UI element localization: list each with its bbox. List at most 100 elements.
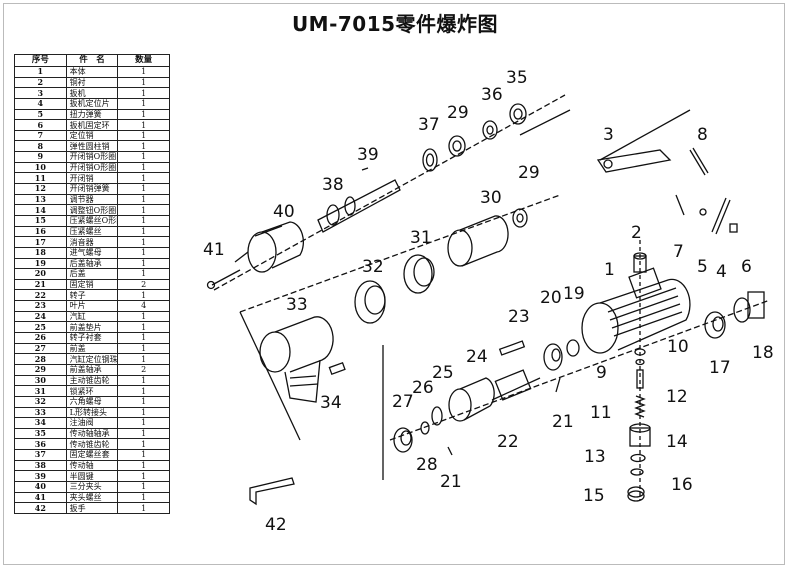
callout-39: 39: [357, 145, 379, 165]
part-38-drive-shaft: [317, 167, 401, 233]
axis-line-upper: [213, 94, 566, 291]
callout-23: 23: [508, 307, 530, 327]
axis-line-lower: [389, 299, 771, 441]
callout-21-upper: 21: [552, 412, 574, 432]
callout-31: 31: [410, 228, 432, 248]
part-37-screw-sleeve: [422, 148, 438, 172]
part-2-copper-bushing: [633, 252, 647, 273]
callout-32: 32: [362, 257, 384, 277]
part-16-screw: [627, 486, 645, 502]
part-18-inlet-nut: [733, 291, 765, 323]
callout-15: 15: [583, 486, 605, 506]
callout-1: 1: [604, 260, 615, 280]
callout-21-lower: 21: [440, 472, 462, 492]
page-title: UM-7015零件爆炸图: [291, 12, 499, 36]
callout-19: 19: [563, 284, 585, 304]
part-36-bevel-gear: [482, 120, 498, 140]
callout-3: 3: [603, 125, 614, 145]
callout-4: 4: [716, 262, 727, 282]
cell-qty: 1: [117, 502, 170, 514]
part-28-steel-ball: [447, 446, 453, 456]
part-17-muffler: [704, 311, 726, 339]
part-6-trigger-ring: [729, 223, 738, 233]
part-13-regulator: [629, 423, 651, 447]
cell-qty: 1: [117, 76, 170, 89]
part-33-l-adapter: [259, 316, 334, 403]
part-12-spring: [634, 395, 646, 418]
part-42-wrench: [249, 477, 295, 506]
part-24-cylinder: [448, 377, 495, 422]
part-23-blade: [498, 340, 526, 356]
part-21-pin: [555, 377, 561, 393]
part-1-body: [581, 267, 691, 354]
part-22-rotor: [491, 369, 541, 401]
part-19-rear-bearing: [566, 339, 580, 357]
callout-16: 16: [671, 475, 693, 495]
callout-40: 40: [273, 202, 295, 222]
callout-11: 11: [590, 403, 612, 423]
callout-13: 13: [584, 447, 606, 467]
part-10-o-ring: [635, 358, 645, 366]
axis-line-upper-end: [519, 109, 571, 136]
axis-line-middle: [239, 194, 561, 313]
part-5-torsion-spring: [699, 208, 707, 216]
cell-qty: 1: [117, 87, 170, 99]
part-26-bushing: [420, 421, 430, 435]
header-qty: 数量: [117, 54, 170, 67]
callout-2: 2: [631, 223, 642, 243]
cell-qty: 1: [117, 108, 170, 121]
part-30-drive-gear: [447, 215, 509, 267]
callout-30: 30: [480, 188, 502, 208]
callout-26: 26: [412, 378, 434, 398]
part-9-o-ring: [634, 348, 646, 356]
callout-20: 20: [540, 288, 562, 308]
callout-18: 18: [752, 343, 774, 363]
part-20-rear-cover: [543, 343, 563, 371]
callout-29-upper: 29: [447, 103, 469, 123]
part-14-o-ring: [630, 453, 646, 463]
callout-38: 38: [322, 175, 344, 195]
callout-41: 41: [203, 240, 225, 260]
callout-17: 17: [709, 358, 731, 378]
header-name: 件 名: [65, 54, 119, 67]
parts-table-header: 序号 件 名 数量: [14, 54, 170, 67]
bracket-left: [239, 311, 301, 441]
part-34-oil-valve: [328, 361, 346, 375]
callout-12: 12: [666, 387, 688, 407]
part-25-gasket: [431, 406, 443, 426]
part-8-spring-pin: [689, 147, 709, 176]
callout-22: 22: [497, 432, 519, 452]
cell-qty: 1: [117, 97, 170, 110]
part-40-chuck: [234, 221, 305, 273]
callout-27: 27: [392, 392, 414, 412]
axis-line-right: [599, 109, 691, 161]
part-27-front-cover: [393, 427, 413, 453]
part-31-lock-ring: [403, 254, 435, 294]
callout-28: 28: [416, 455, 438, 475]
part-4-trigger-plate: [711, 197, 731, 235]
part-29-upper-bearing: [448, 135, 466, 157]
callout-24: 24: [466, 347, 488, 367]
callout-25: 25: [432, 363, 454, 383]
part-11-pin: [636, 369, 644, 389]
cell-qty: 1: [117, 66, 170, 78]
callout-14: 14: [666, 432, 688, 452]
callout-8: 8: [697, 125, 708, 145]
part-29-lower-bearing: [512, 208, 528, 228]
header-no: 序号: [14, 54, 67, 67]
callout-9: 9: [596, 363, 607, 383]
callout-33: 33: [286, 295, 308, 315]
